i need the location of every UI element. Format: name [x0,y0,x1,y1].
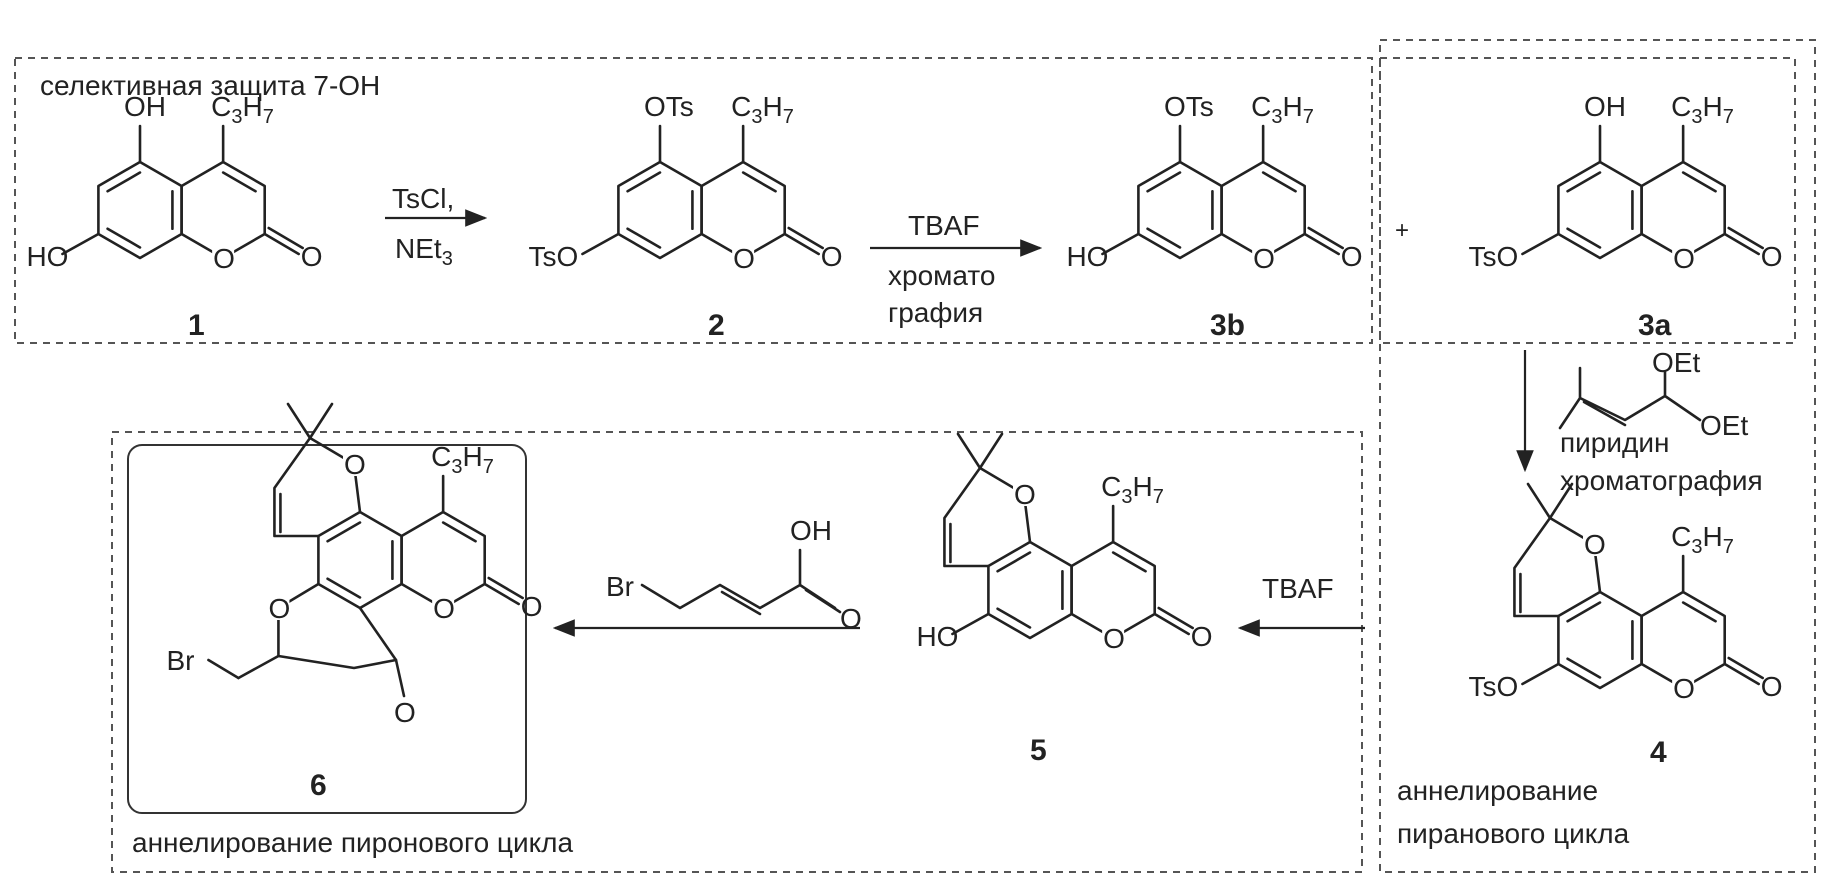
compound-1-c5-substituent: OH [124,91,166,122]
compound-number-4: 4 [1650,736,1667,769]
compound-2-ring-oxygen: O [733,243,755,274]
compound-3b-carbonyl-oxygen: O [1341,241,1363,272]
oet-label-2: OEt [1700,410,1748,441]
pyrone-annulation-panel [111,431,1363,873]
step-3-pyridine: пиридин [1560,427,1669,458]
compound-number-3b: 3b [1210,309,1245,342]
step-3-chromatography: хроматография [1560,465,1763,496]
compound-5-pyran-oxygen: O [1014,479,1036,510]
pyran-panel-title-line1: аннелирование [1397,775,1598,806]
compound-5-carbonyl-oxygen: O [1191,621,1213,652]
compound-1-c7-substituent: HO [26,241,68,272]
compound-3a-carbonyl-oxygen: O [1761,241,1783,272]
step-1-reagent-net3: NEt3 [395,233,453,270]
compound-4-pyran-oxygen: O [1584,529,1606,560]
compound-4-c7-substituent: TsO [1468,671,1518,702]
compound-1-ring-oxygen: O [213,243,235,274]
pyrone-panel-title: аннелирование пиронового цикла [132,827,573,858]
compound-6-propyl-label: C3H7 [431,441,494,478]
compound-4-carbonyl-oxygen: O [1761,671,1783,702]
selective-protection-panel [14,57,1373,344]
compound-4-propyl-label: C3H7 [1671,521,1734,558]
prenal-acetal-reagent: OEt OEt [1558,347,1748,441]
protection-panel-title: селективная защита 7-ОН [40,70,380,101]
compound-5-ring-oxygen: O [1103,623,1125,654]
compound-6-ketone-oxygen: O [394,697,416,728]
compound-3b-ring-oxygen: O [1253,243,1275,274]
oet-label-1: OEt [1652,347,1700,378]
compound-number-6: 6 [310,769,327,802]
compound-number-1: 1 [188,309,205,342]
compound-number-5: 5 [1030,734,1047,767]
step-1-reagent-tscl: TsCl, [392,183,454,214]
compound-3b-propyl-label: C3H7 [1251,91,1314,128]
step-4-reagent-tbaf: TBAF [1262,573,1334,604]
compound-2-propyl-label: C3H7 [731,91,794,128]
reagent-oh-label: OH [790,515,832,546]
compound-6-bromine: Br [166,645,194,676]
reagent-o-label: O [840,603,862,634]
compound-6-pyran-oxygen: O [344,449,366,480]
product-6-highlight-box [127,444,527,814]
step-2-reagent-tbaf: TBAF [908,210,980,241]
compound-number-2: 2 [708,309,725,342]
step-2-grafiya: графия [888,297,983,328]
compound-6-carbonyl-oxygen: O [521,591,543,622]
compound-2-carbonyl-oxygen: O [821,241,843,272]
reagent-br-label: Br [606,571,634,602]
compound-3b-c5-substituent: OTs [1164,91,1214,122]
step-2-chromato: хромато [888,260,995,291]
compound-3a-propyl-label: C3H7 [1671,91,1734,128]
compound-3a-c7-substituent: TsO [1468,241,1518,272]
compound-6-pyranone-oxygen: O [268,593,290,624]
plus-sign: + [1395,217,1409,244]
compound-4-ring-oxygen: O [1673,673,1695,704]
pyran-annulation-panel [1379,39,1816,873]
compound-1-carbonyl-oxygen: O [301,241,323,272]
compound-1-propyl-label: C3H7 [211,91,274,128]
compound-2-c5-substituent: OTs [644,91,694,122]
compound-6-ring-oxygen: O [433,593,455,624]
compound-1-structure: O O C3H7 OH HO [26,91,322,274]
compound-3a-structure: O O C3H7 OH TsO [1468,91,1782,274]
compound-2-c7-substituent: TsO [528,241,578,272]
compound-5-c7-substituent: HO [916,621,958,652]
compound-5-propyl-label: C3H7 [1101,471,1164,508]
compound-number-3a: 3a [1638,309,1672,342]
pyran-panel-title-line2: пиранового цикла [1397,818,1630,849]
bromocrotonic-acid-reagent: Br OH O [606,515,862,634]
compound-3b-c7-substituent: HO [1066,241,1108,272]
compound-3a-ring-oxygen: O [1673,243,1695,274]
compound-3a-c5-substituent: OH [1584,91,1626,122]
